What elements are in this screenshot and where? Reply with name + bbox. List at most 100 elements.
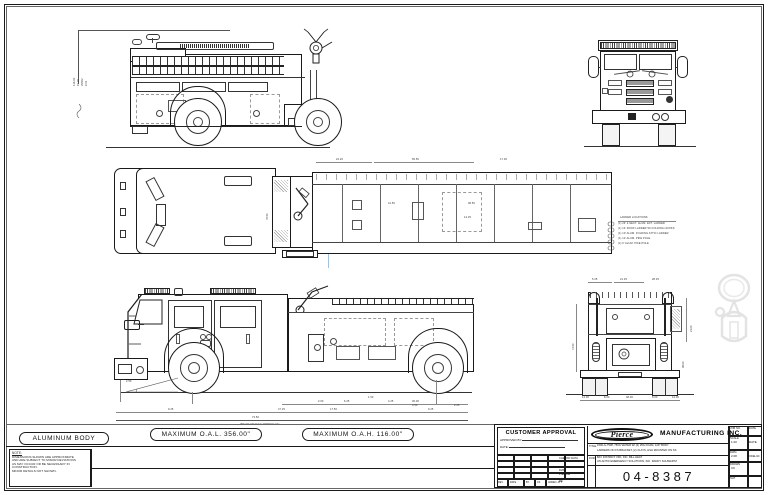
approval-date-field[interactable]: DATE:: [500, 445, 584, 449]
dwg-sheet-value: 2.08: [731, 454, 737, 458]
checked-by-label: CHECKD DATA: [559, 457, 578, 460]
dim-height-9: 9.01: [85, 80, 88, 86]
customer-approval-heading: CUSTOMER APPROVAL: [505, 429, 577, 436]
dwg-label: DWG: [730, 451, 737, 454]
rev-col-date: DATE: [510, 481, 517, 484]
sheet-border-inner: [6, 6, 762, 489]
dim-plan-14: 14.25: [464, 216, 471, 219]
pierce-logo: Pierce: [591, 428, 653, 441]
title-line-1: 1500-G-750P, 750G WATER W/ (2) 25G FOAM,…: [597, 444, 669, 447]
approved-by-label: APPROVED BY:: [500, 438, 523, 443]
dim-rear-b3: 48.00: [626, 396, 633, 399]
rev-col-rev: REV.: [498, 481, 504, 484]
sheet-field-label: SHT: [730, 477, 736, 480]
angle-callout: [125, 377, 179, 393]
note-line-5: MINOR DETAILS NOT SHOWN.: [12, 468, 57, 473]
deck-monitor-icon: [303, 28, 333, 64]
note-line-3: AS MAY OCCUR OR BE NECESSARY IN: [12, 461, 70, 466]
plan-monitor-icon: [293, 187, 310, 221]
for-line-1: BAY DISTRICT VFD, INC. BILL HEAT: [597, 456, 643, 459]
dim-plan-76: 76.50: [266, 213, 269, 221]
dim-b-4: 6.25: [344, 400, 350, 403]
sheet-border-outer: [4, 4, 764, 491]
spec-row-5: (1) 6' ALUM. PIKE POLE: [618, 242, 649, 245]
note-block: NOTE: DIMENSIONS SHOWN ARE APPROXIMATE A…: [9, 449, 91, 487]
body-monitor-icon: [295, 285, 329, 312]
rev-col-by: BY: [526, 481, 530, 484]
dim-rear-b1: 14.00: [582, 396, 589, 399]
for-line-2: ATLANTIC EMERGENCY SOLUTIONS, INC. RANDY…: [597, 460, 677, 463]
dim-plan-17: 17.00: [500, 158, 507, 161]
dim-b-11: 2.25: [454, 404, 460, 407]
dim-rear-21: 21.25: [620, 278, 627, 281]
drawn-field-label: DRAWN: [730, 463, 741, 466]
drawn-by-value: PIERCE: [559, 472, 571, 476]
callout-aluminum-body: ALUMINUM BODY: [19, 432, 109, 445]
title-label: TITLE: [589, 445, 597, 448]
note-line-4: CONSTRUCTION.: [12, 465, 38, 470]
drawing-number: 04-8387: [622, 469, 696, 484]
note-line-1: DIMENSIONS SHOWN ARE APPROXIMATE: [12, 454, 74, 459]
windshield-shape: [133, 299, 163, 325]
scale-label: SCALE: [730, 437, 739, 440]
pierce-logo-word: Pierce: [610, 430, 634, 439]
wiper-pivot-icon-2: [648, 70, 656, 78]
spec-row-3: (1) 10' ALUM. FOLDING ATTIC LADDER: [618, 232, 669, 235]
title-line-2: LADDERS ON FS BRACKET, (2) XLAYS, HSH MO…: [597, 449, 677, 452]
rev-col-ck: CK: [537, 481, 541, 484]
approved-by-field[interactable]: APPROVED BY:: [500, 438, 584, 442]
drawn-label: DWG: [559, 469, 566, 472]
dim-rear-b5: 14.00: [672, 396, 679, 399]
revision-grid: REV. DATE BY CK ADDEN. ATT.: [497, 455, 585, 487]
for-label: FOR: [589, 457, 595, 460]
ck-field-value: CK: [731, 466, 736, 470]
dim-b-overall: 73.50: [252, 416, 259, 419]
dim-height-x: #9502: [81, 78, 84, 86]
dim-rear-28: 28.25: [652, 278, 659, 281]
view-plan: 24.20 65.50 17.00 76.50 41.50 48.50 14.2…: [112, 158, 632, 268]
dim-height-119: 119.00: [73, 77, 76, 86]
dim-b-10: 4.50: [412, 404, 418, 407]
callout-max-oal: MAXIMUM O.A.L. 356.00": [150, 428, 262, 441]
company-name: MANUFACTURING INC.: [660, 430, 743, 437]
dim-b-8: 17.50: [330, 408, 337, 411]
dim-plan-24: 24.20: [336, 158, 343, 161]
approval-date-label: DATE:: [500, 444, 509, 449]
title-block: CUSTOMER APPROVAL APPROVED BY: DATE:: [494, 424, 762, 488]
dim-b-6: 4.25: [388, 400, 394, 403]
view-officer-side-elevation: 2.50: [112, 276, 474, 406]
dim-rear-b2: 8.00: [604, 396, 610, 399]
dim-b-2: 47.25: [278, 408, 285, 411]
rear-discharge-icon: [618, 348, 630, 360]
customer-approval-box: CUSTOMER APPROVAL APPROVED BY: DATE:: [497, 426, 585, 455]
wiper-pivot-icon: [626, 70, 634, 78]
note-heading: NOTE:: [12, 450, 22, 455]
view-rear-elevation: 5.25 21.25 28.25 72.50 21.00 38.00 14.00…: [560, 276, 700, 406]
dim-plan-41: 41.50: [388, 202, 395, 205]
dim-rear-72: 72.50: [572, 343, 575, 351]
ladder-stack-icon: [607, 221, 615, 251]
dim-height-97: 97.25: [77, 79, 80, 86]
dim-b-7: 36.00: [412, 400, 419, 403]
spec-row-4: (1) 12' ALUM. PIKE POLE: [618, 237, 651, 240]
rev-col-addend: ADDEN. ATT.: [548, 481, 563, 484]
dim-b-3: 2.00: [318, 400, 324, 403]
spec-row-2: (1) 14' ROOF LADDER W/ FOLDING HOOKS: [618, 227, 675, 230]
watermark-badge-icon: [714, 273, 751, 343]
break-symbol-icon: [76, 104, 82, 118]
spec-row-1: (1) 24' 2-SECT. ALUM. EXT. LADDER: [618, 222, 665, 225]
dwg-sheet2-value: MODEL/20: [747, 455, 760, 458]
view-front-elevation: [580, 28, 700, 158]
dim-rear-21r: 21.00: [690, 325, 693, 333]
dim-plan-48: 48.50: [468, 202, 475, 205]
dim-plan-65: 65.50: [412, 158, 419, 161]
date-label: DATE: [749, 427, 756, 430]
job-no-label: JOB NO.: [730, 427, 741, 430]
view-driver-side-elevation: 119.00 97.25 #9502 9.01: [70, 22, 342, 157]
spec-table-heading: LADDER LOCATIONS: [620, 216, 648, 219]
callout-max-oah: MAXIMUM O.A.H. 116.00": [302, 428, 414, 441]
dim-rear-5: 5.25: [592, 278, 598, 281]
dim-rear-38: 38.00: [682, 361, 685, 369]
job-fields-grid: [729, 426, 762, 488]
